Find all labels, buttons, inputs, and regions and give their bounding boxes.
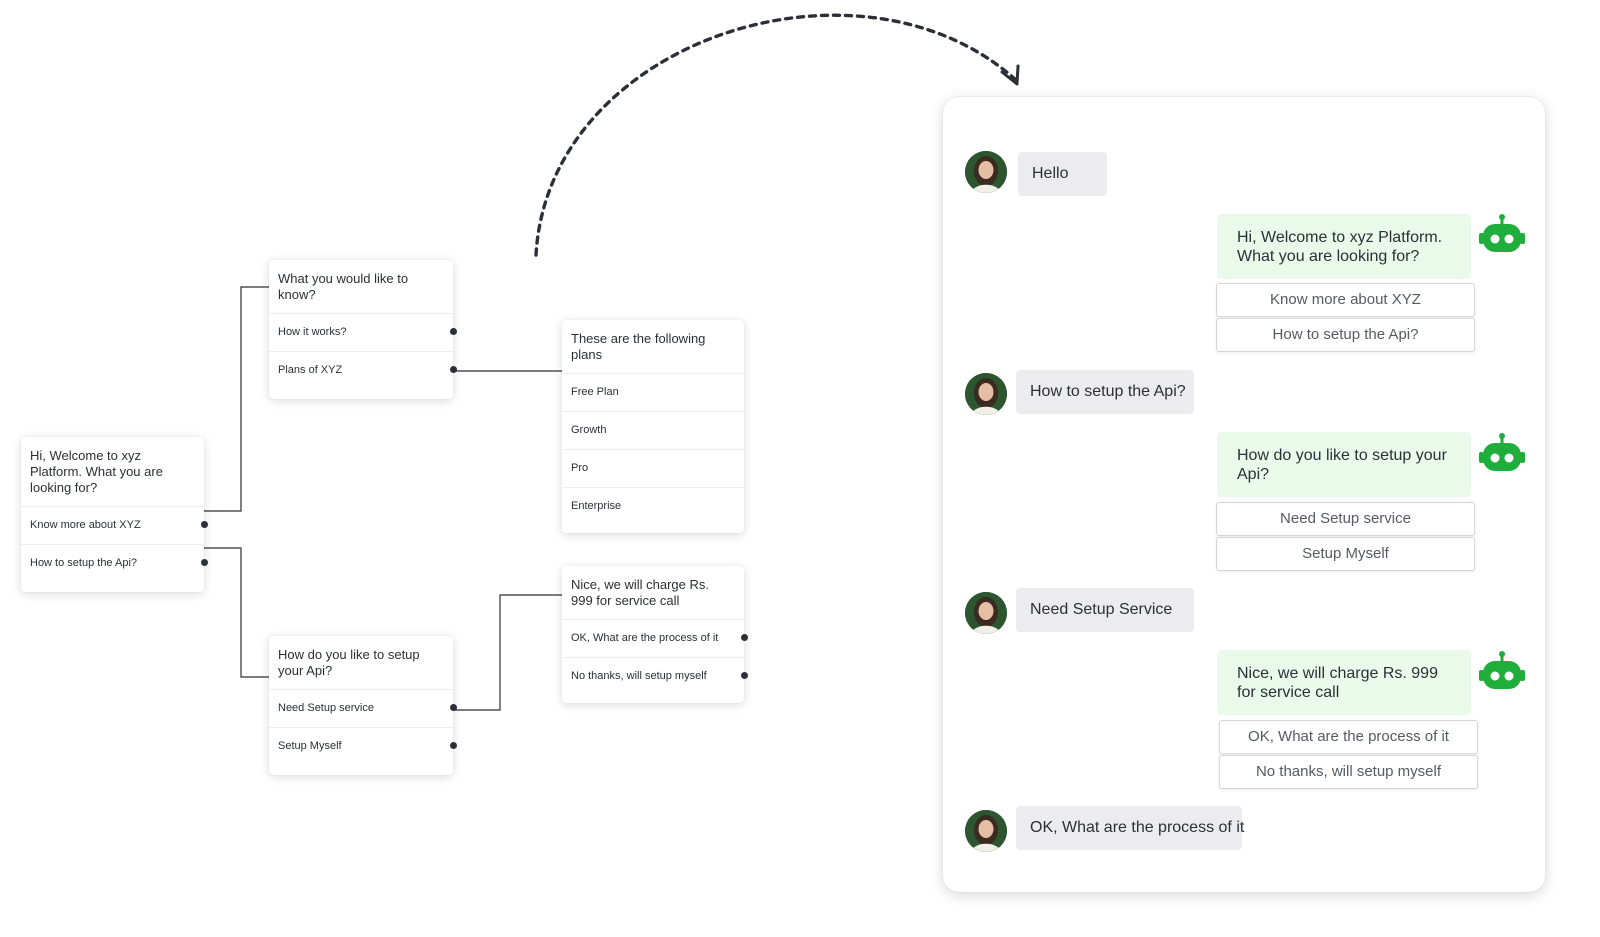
flow-option-label: OK, What are the process of it — [571, 632, 719, 644]
connector-dot[interactable] — [450, 328, 457, 335]
connector-dot[interactable] — [450, 366, 457, 373]
bot-option-button[interactable]: Need Setup service — [1216, 502, 1475, 536]
flow-node-title: These are the following plans — [571, 331, 706, 362]
flow-option-label: No thanks, will setup myself — [571, 670, 707, 682]
flow-option-know-more[interactable]: Know more about XYZ — [21, 506, 208, 544]
connector-dot[interactable] — [201, 559, 208, 566]
user-avatar — [965, 810, 1007, 852]
flow-option-setup-myself[interactable]: Setup Myself — [269, 727, 457, 765]
flow-node-plans[interactable]: These are the following plans Free Plan … — [562, 320, 744, 533]
flow-option-plans[interactable]: Plans of XYZ — [269, 351, 457, 389]
user-avatar — [965, 373, 1007, 415]
user-message: Hello — [1018, 152, 1107, 196]
connector-dot[interactable] — [201, 521, 208, 528]
connector-welcome-setup — [204, 547, 269, 678]
flow-node-title: Hi, Welcome to xyz Platform. What you ar… — [30, 448, 163, 495]
bot-option-button[interactable]: Know more about XYZ — [1216, 283, 1475, 317]
connector-dot[interactable] — [741, 672, 748, 679]
flow-option-label: Pro — [571, 462, 589, 474]
flow-node-title: Nice, we will charge Rs. 999 for service… — [571, 577, 709, 608]
flow-option-how-it-works[interactable]: How it works? — [269, 313, 457, 351]
flow-option-growth[interactable]: Growth — [562, 411, 744, 449]
user-message: Need Setup Service — [1016, 588, 1194, 632]
bot-message: Nice, we will charge Rs. 999 for service… — [1217, 650, 1471, 715]
connector-setup-charge — [453, 594, 562, 711]
arrow-head-icon — [1000, 64, 1020, 86]
flow-option-label: Know more about XYZ — [30, 519, 141, 531]
bot-option-button[interactable]: Setup Myself — [1216, 537, 1475, 571]
user-message: OK, What are the process of it — [1016, 806, 1244, 850]
connector-dot[interactable] — [450, 742, 457, 749]
user-message: How to setup the Api? — [1016, 370, 1194, 414]
robot-icon — [1479, 213, 1525, 257]
flow-option-label: Need Setup service — [278, 702, 374, 714]
dashed-arrow-icon — [534, 13, 1018, 257]
flow-option-label: Plans of XYZ — [278, 364, 343, 376]
bot-message: How do you like to setup your Api? — [1217, 432, 1471, 497]
flow-option-ok-process[interactable]: OK, What are the process of it — [562, 619, 748, 657]
user-avatar — [965, 592, 1007, 634]
flow-node-charge[interactable]: Nice, we will charge Rs. 999 for service… — [562, 566, 748, 703]
flow-option-setup-api[interactable]: How to setup the Api? — [21, 544, 208, 582]
bot-option-button[interactable]: No thanks, will setup myself — [1219, 755, 1478, 789]
flow-option-need-setup[interactable]: Need Setup service — [269, 689, 457, 727]
flow-option-label: Free Plan — [571, 386, 619, 398]
flow-node-setup[interactable]: How do you like to setup your Api? Need … — [269, 636, 457, 775]
flow-option-label: How to setup the Api? — [30, 557, 138, 569]
flow-option-label: Enterprise — [571, 500, 622, 512]
connector-welcome-know — [204, 286, 269, 512]
connector-dot[interactable] — [741, 634, 748, 641]
bot-message: Hi, Welcome to xyz Platform. What you ar… — [1217, 214, 1471, 279]
flow-option-label: How it works? — [278, 326, 347, 338]
flow-node-title: What you would like to know? — [278, 271, 409, 302]
flow-option-no-thanks[interactable]: No thanks, will setup myself — [562, 657, 748, 695]
chat-preview-panel: Hello Hi, Welcome to xyz Platform. What … — [943, 97, 1545, 892]
flow-option-enterprise[interactable]: Enterprise — [562, 487, 744, 525]
bot-option-button[interactable]: OK, What are the process of it — [1219, 720, 1478, 754]
user-avatar — [965, 151, 1007, 193]
flow-option-label: Setup Myself — [278, 740, 342, 752]
flow-node-know[interactable]: What you would like to know? How it work… — [269, 260, 457, 399]
flow-option-free-plan[interactable]: Free Plan — [562, 373, 744, 411]
flow-option-label: Growth — [571, 424, 607, 436]
robot-icon — [1479, 650, 1525, 694]
flow-option-pro[interactable]: Pro — [562, 449, 744, 487]
flow-node-welcome[interactable]: Hi, Welcome to xyz Platform. What you ar… — [21, 437, 208, 592]
robot-icon — [1479, 432, 1525, 476]
bot-option-button[interactable]: How to setup the Api? — [1216, 318, 1475, 352]
flow-node-title: How do you like to setup your Api? — [278, 647, 420, 678]
connector-dot[interactable] — [450, 704, 457, 711]
